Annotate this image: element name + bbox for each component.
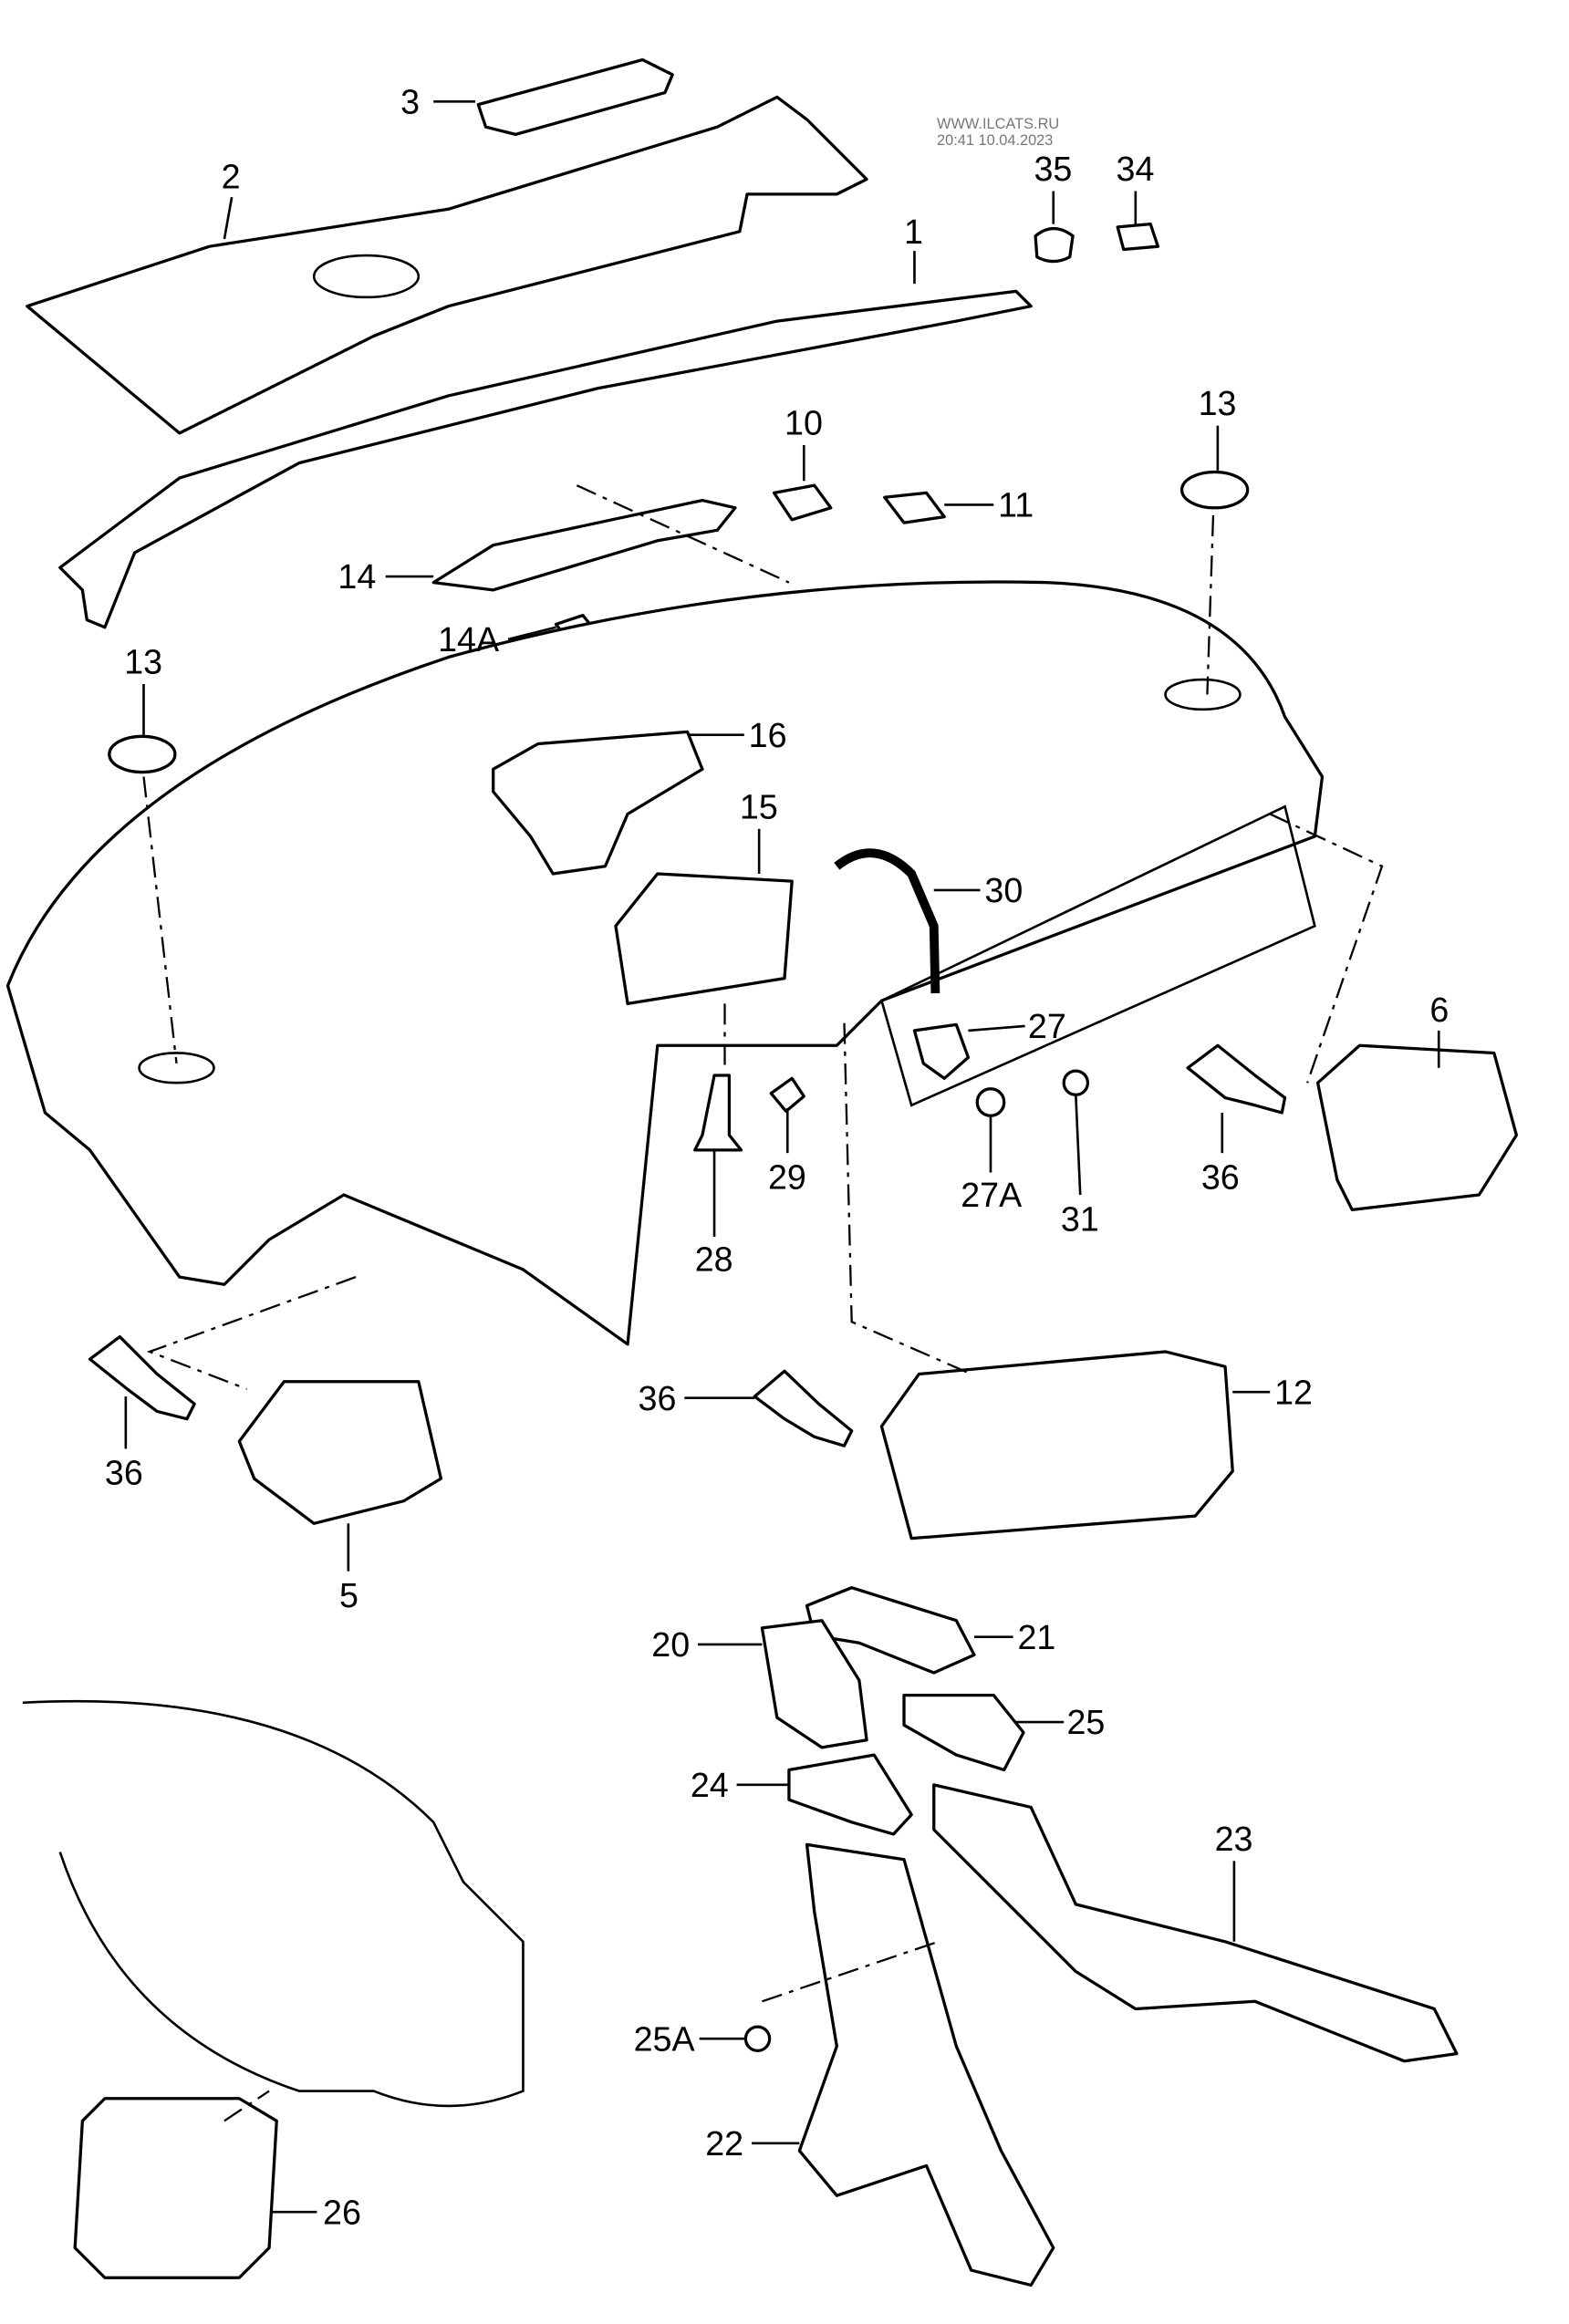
part-34-clip[interactable] xyxy=(1116,222,1160,252)
callout-2[interactable]: 2 xyxy=(222,157,241,195)
rear-console-outline xyxy=(22,1699,525,2108)
callout-16[interactable]: 16 xyxy=(749,716,787,754)
callout-12[interactable]: 12 xyxy=(1274,1373,1313,1411)
part-20-duct[interactable] xyxy=(760,1619,868,1749)
watermark-site: WWW.ILCATS.RU xyxy=(937,116,1059,132)
callout-30[interactable]: 30 xyxy=(984,871,1023,909)
callout-27[interactable]: 27 xyxy=(1028,1007,1066,1045)
part-5-vent[interactable] xyxy=(237,1380,443,1525)
callout-25A[interactable]: 25A xyxy=(634,2019,696,2058)
part-13-plug-right[interactable] xyxy=(1179,470,1250,510)
part-12-vent[interactable] xyxy=(879,1350,1234,1541)
part-2-tray[interactable] xyxy=(26,95,868,435)
assembly-lines xyxy=(142,484,1384,2122)
callout-3[interactable]: 3 xyxy=(400,82,420,120)
callout-1[interactable]: 1 xyxy=(904,213,923,251)
callout-labels: 3 2 1 35 34 10 11 13 13 14 14A 16 15 30 … xyxy=(105,82,1449,2231)
part-26-grille[interactable] xyxy=(73,2097,278,2279)
callout-25[interactable]: 25 xyxy=(1066,1703,1105,1741)
part-36-switch-mid[interactable] xyxy=(753,1369,854,1447)
part-31-ring[interactable] xyxy=(1062,1069,1090,1096)
part-3-cover[interactable] xyxy=(476,57,674,137)
part-36-switch-left[interactable] xyxy=(88,1334,196,1421)
callout-13-left[interactable]: 13 xyxy=(124,643,162,681)
part-10-clip[interactable] xyxy=(772,483,833,522)
callout-14[interactable]: 14 xyxy=(338,557,376,596)
callout-22[interactable]: 22 xyxy=(705,2124,743,2163)
part-28-bolt[interactable] xyxy=(693,1074,743,1152)
callout-6[interactable]: 6 xyxy=(1429,991,1449,1029)
callout-35[interactable]: 35 xyxy=(1034,150,1072,188)
part-22-duct[interactable] xyxy=(797,1842,1055,2288)
dashboard-plug-hole-right xyxy=(1164,678,1242,711)
callout-28[interactable]: 28 xyxy=(695,1240,733,1279)
watermark-timestamp: 20:41 10.04.2023 xyxy=(937,132,1053,149)
part-25A-nut[interactable] xyxy=(743,2025,772,2052)
callout-15[interactable]: 15 xyxy=(740,787,778,825)
callout-13-right[interactable]: 13 xyxy=(1199,384,1237,422)
part-23-duct[interactable] xyxy=(932,1783,1459,2063)
callout-27A[interactable]: 27A xyxy=(961,1176,1023,1214)
part-24-duct[interactable] xyxy=(787,1753,913,1836)
part-25-duct[interactable] xyxy=(902,1693,1025,1772)
part-15-frame[interactable] xyxy=(614,872,794,1006)
callout-26[interactable]: 26 xyxy=(323,2193,361,2231)
callout-20[interactable]: 20 xyxy=(651,1625,690,1664)
part-27A-washer[interactable] xyxy=(975,1087,1006,1117)
dashboard-plug-hole-left xyxy=(138,1052,215,1084)
part-11-clip[interactable] xyxy=(883,491,946,524)
part-14-vent-strip[interactable] xyxy=(431,498,737,592)
callout-21[interactable]: 21 xyxy=(1017,1618,1055,1656)
part-13-plug-left[interactable] xyxy=(108,734,177,774)
part-36-switch-right[interactable] xyxy=(1186,1043,1287,1115)
part-2-opening xyxy=(312,254,421,299)
part-1-trim-strip[interactable] xyxy=(58,289,1033,629)
callout-34[interactable]: 34 xyxy=(1117,150,1155,188)
part-27-bracket[interactable] xyxy=(912,1022,971,1080)
callout-31[interactable]: 31 xyxy=(1061,1199,1099,1238)
callout-29[interactable]: 29 xyxy=(768,1157,806,1196)
part-29-clip[interactable] xyxy=(769,1076,805,1113)
callout-36-right[interactable]: 36 xyxy=(1201,1157,1240,1196)
part-16-vent-housing[interactable] xyxy=(492,730,704,876)
callout-leaders xyxy=(124,100,1440,2214)
callout-10[interactable]: 10 xyxy=(784,404,823,442)
callout-36-mid[interactable]: 36 xyxy=(639,1379,677,1417)
callout-24[interactable]: 24 xyxy=(691,1766,729,1804)
part-6-vent[interactable] xyxy=(1315,1043,1519,1212)
callout-5[interactable]: 5 xyxy=(339,1576,358,1614)
glovebox-outline xyxy=(879,804,1316,1107)
part-35-plug[interactable] xyxy=(1034,226,1075,264)
callout-23[interactable]: 23 xyxy=(1215,1820,1253,1858)
callout-14A[interactable]: 14A xyxy=(438,620,500,659)
watermark: WWW.ILCATS.RU 20:41 10.04.2023 xyxy=(937,116,1059,149)
part-30-hose[interactable] xyxy=(834,848,940,994)
callout-11[interactable]: 11 xyxy=(998,486,1034,524)
callout-36-left[interactable]: 36 xyxy=(105,1454,143,1492)
